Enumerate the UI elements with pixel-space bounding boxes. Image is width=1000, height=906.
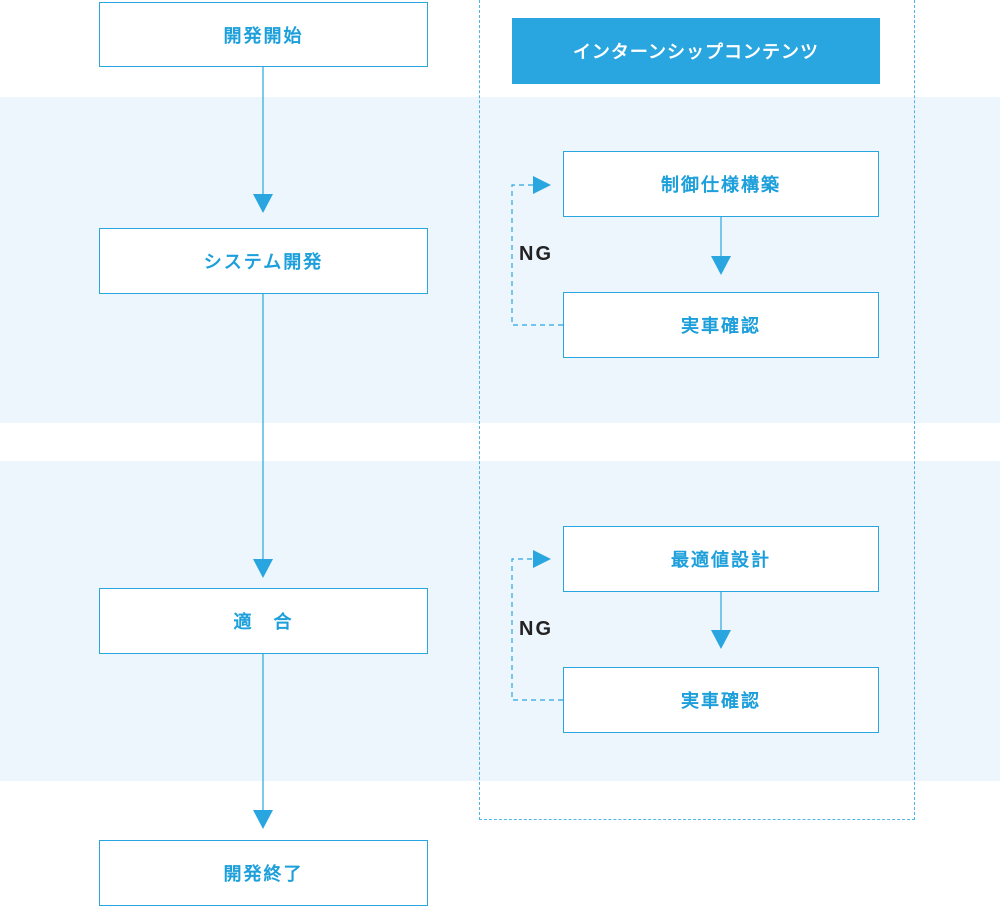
step-vehicle-check-2: 実車確認 — [563, 667, 879, 733]
ng-loop-1 — [511, 176, 563, 326]
step-dev-end-label: 開発終了 — [223, 864, 304, 885]
step-vehicle-check-2-label: 実車確認 — [681, 691, 761, 712]
arrow-system-to-fit — [253, 294, 273, 578]
step-dev-end: 開発終了 — [99, 840, 428, 906]
ng-label-1: NG — [519, 243, 553, 265]
step-fit-label: 適 合 — [233, 612, 294, 633]
arrow-start-to-system — [253, 67, 273, 213]
step-vehicle-check-1: 実車確認 — [563, 292, 879, 358]
internship-frame — [479, 0, 915, 820]
arrow-control-to-check1 — [711, 217, 731, 275]
step-control-spec-label: 制御仕様構築 — [661, 175, 781, 196]
ng-label-2: NG — [519, 618, 553, 640]
internship-header-label: インターンシップコンテンツ — [572, 42, 820, 63]
step-control-spec: 制御仕様構築 — [563, 151, 879, 217]
step-system-dev-label: システム開発 — [203, 252, 324, 273]
step-fit: 適 合 — [99, 588, 428, 654]
step-system-dev: システム開発 — [99, 228, 428, 294]
step-vehicle-check-1-label: 実車確認 — [681, 316, 761, 337]
ng-loop-2 — [511, 550, 563, 701]
step-optimal-design: 最適値設計 — [563, 526, 879, 592]
step-dev-start: 開発開始 — [99, 2, 428, 67]
step-optimal-design-label: 最適値設計 — [671, 550, 771, 571]
arrow-fit-to-end — [253, 654, 273, 829]
step-dev-start-label: 開発開始 — [223, 25, 304, 47]
internship-header: インターンシップコンテンツ — [512, 18, 880, 84]
arrow-optimal-to-check2 — [711, 592, 731, 649]
